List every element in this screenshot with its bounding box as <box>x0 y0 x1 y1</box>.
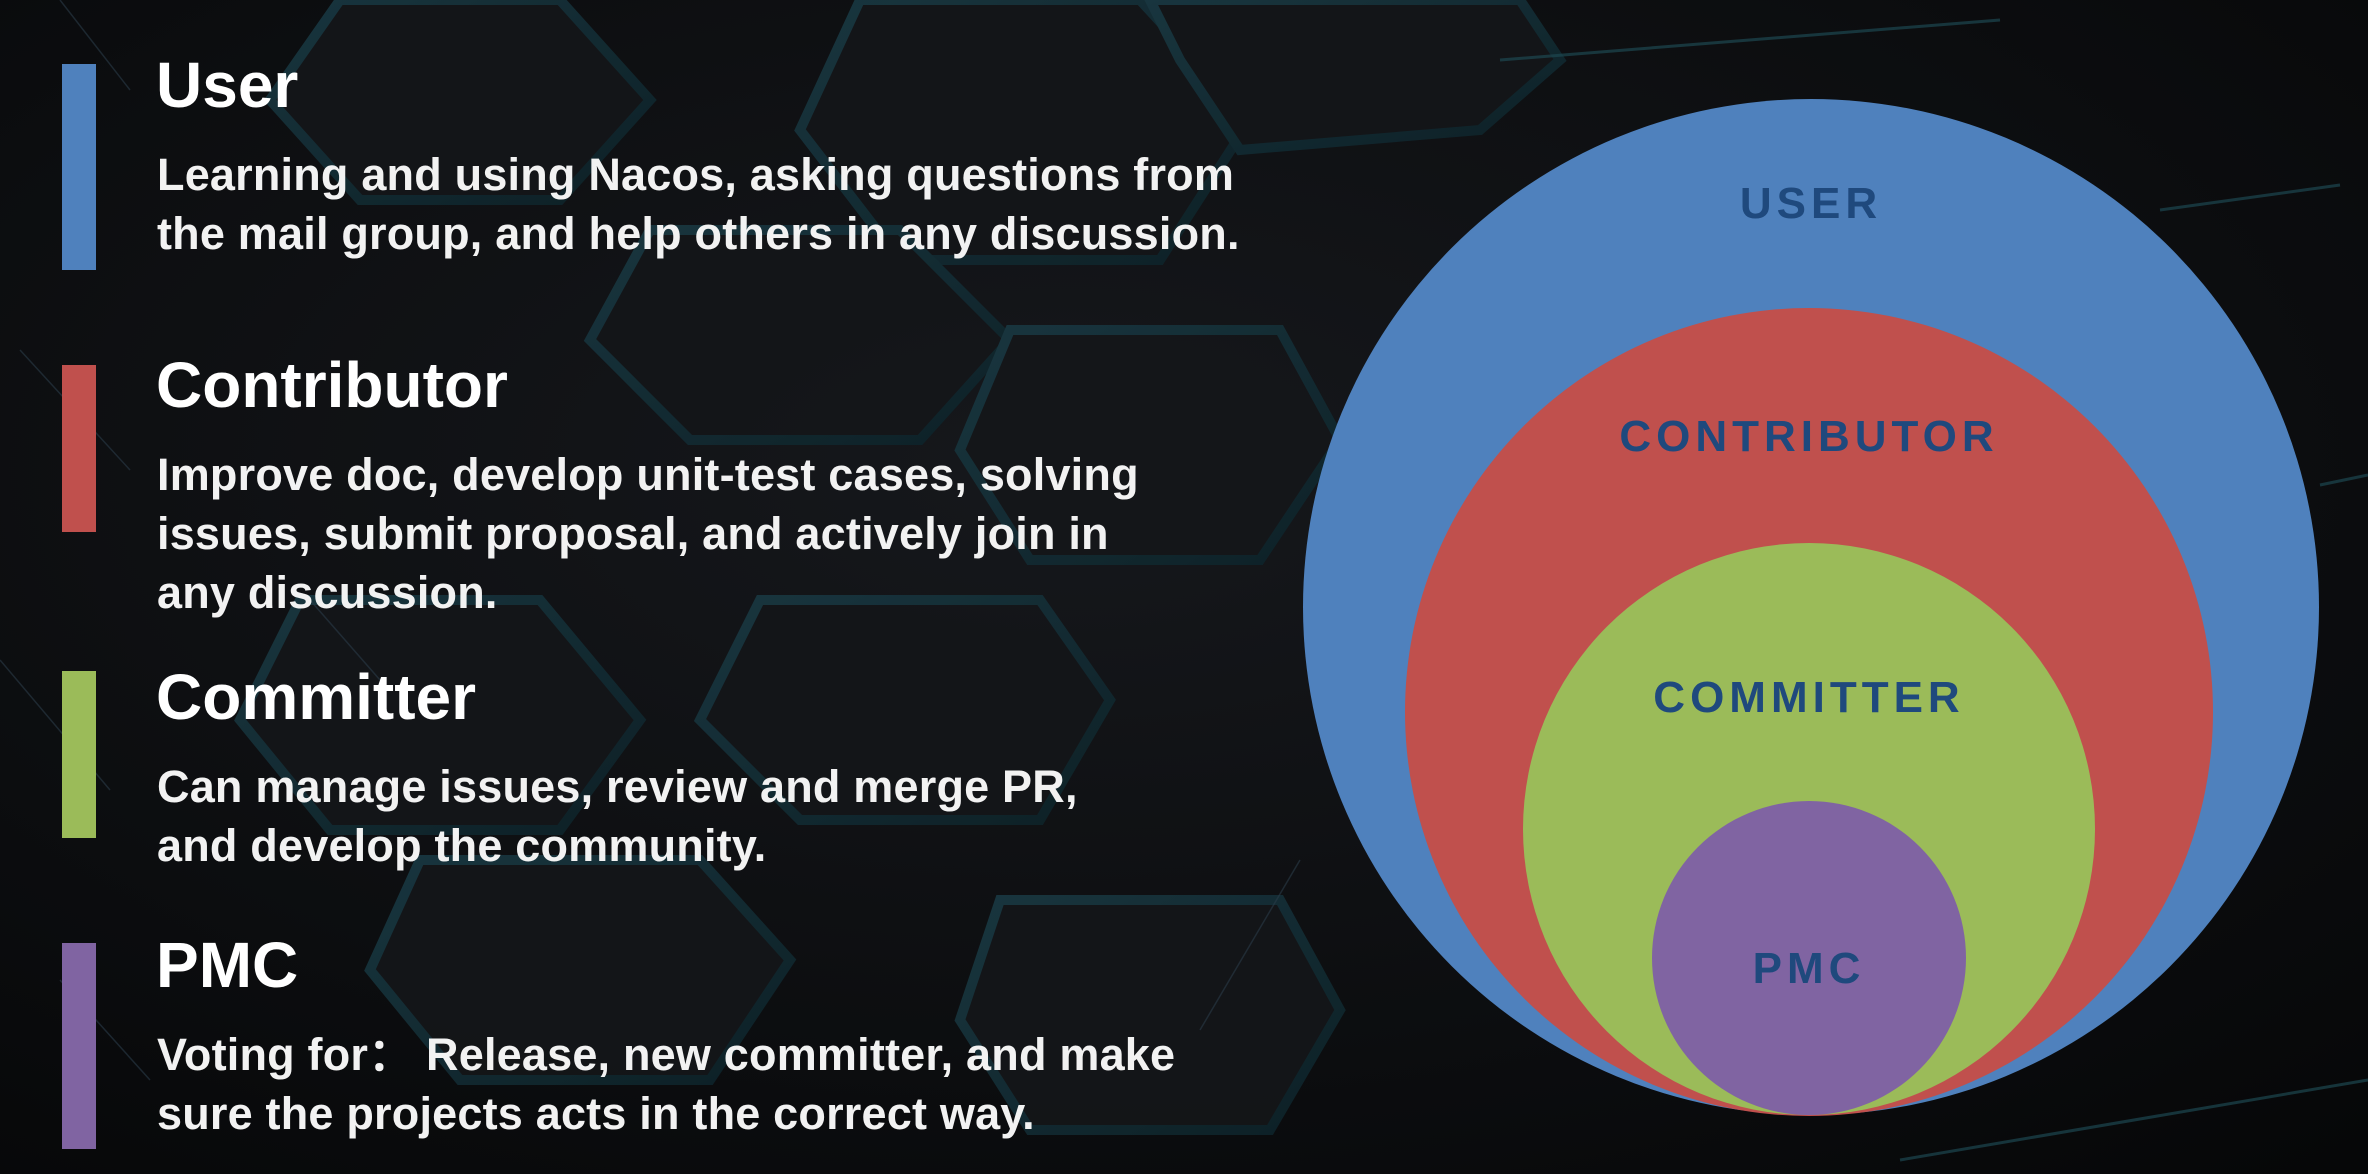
role-description-user: Learning and using Nacos, asking questio… <box>157 145 1240 263</box>
description-line: and develop the community. <box>157 820 767 871</box>
circle-label-user: USER <box>1739 179 1883 228</box>
description-line: the mail group, and help others in any d… <box>157 208 1240 259</box>
role-title-pmc: PMC <box>156 929 299 1001</box>
description-line: Can manage issues, review and merge PR, <box>157 761 1078 812</box>
circle-pmc: PMC <box>1652 801 1966 1115</box>
user-color-bar <box>62 64 96 270</box>
circle-label-contributor: CONTRIBUTOR <box>1619 412 1999 461</box>
description-line: any discussion. <box>157 567 498 618</box>
role-title-user: User <box>156 49 299 121</box>
description-line: Voting for： Release, new committer, and … <box>157 1029 1176 1080</box>
role-title-committer: Committer <box>156 661 477 733</box>
description-line: issues, submit proposal, and actively jo… <box>157 508 1109 559</box>
pmc-color-bar <box>62 943 96 1149</box>
role-description-contributor: Improve doc, develop unit-test cases, so… <box>157 445 1139 622</box>
description-line: sure the projects acts in the correct wa… <box>157 1088 1035 1139</box>
role-description-committer: Can manage issues, review and merge PR, … <box>157 757 1078 875</box>
committer-color-bar <box>62 671 96 838</box>
description-line: Learning and using Nacos, asking questio… <box>157 149 1235 200</box>
circle-label-pmc: PMC <box>1752 944 1866 993</box>
role-title-contributor: Contributor <box>156 349 508 421</box>
description-line: Improve doc, develop unit-test cases, so… <box>157 449 1139 500</box>
contributor-color-bar <box>62 365 96 532</box>
role-description-pmc: Voting for： Release, new committer, and … <box>157 1025 1175 1143</box>
circle-label-committer: COMMITTER <box>1653 673 1965 722</box>
